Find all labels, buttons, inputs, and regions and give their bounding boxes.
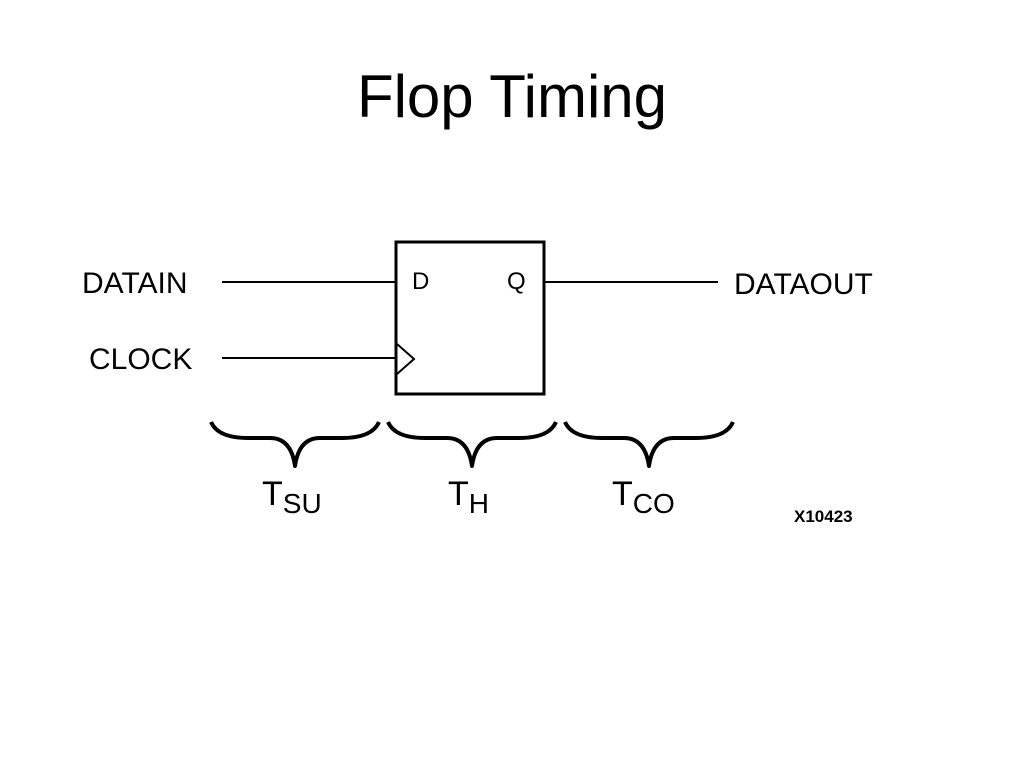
setup-time-label: TSU bbox=[262, 475, 322, 519]
clock-to-out-label: TCO bbox=[612, 475, 675, 519]
clock-to-out-subscript: CO bbox=[633, 488, 675, 519]
clock-to-out-symbol: T bbox=[612, 475, 633, 513]
dataout-label: DATAOUT bbox=[734, 268, 873, 301]
clock-to-out-brace bbox=[563, 421, 735, 468]
flipflop-box bbox=[394, 240, 546, 396]
hold-time-subscript: H bbox=[469, 488, 489, 519]
hold-time-label: TH bbox=[448, 475, 489, 519]
setup-brace bbox=[209, 421, 381, 468]
clock-label: CLOCK bbox=[89, 343, 192, 376]
d-port-label: D bbox=[412, 268, 429, 295]
setup-time-symbol: T bbox=[262, 475, 283, 513]
figure-id: X10423 bbox=[794, 507, 853, 526]
hold-brace bbox=[386, 421, 558, 468]
hold-time-symbol: T bbox=[448, 475, 469, 513]
page-title: Flop Timing bbox=[356, 63, 668, 130]
clock-triangle-icon bbox=[396, 343, 416, 375]
q-port-label: Q bbox=[507, 268, 526, 295]
datain-label: DATAIN bbox=[82, 267, 188, 300]
setup-time-subscript: SU bbox=[283, 488, 322, 519]
